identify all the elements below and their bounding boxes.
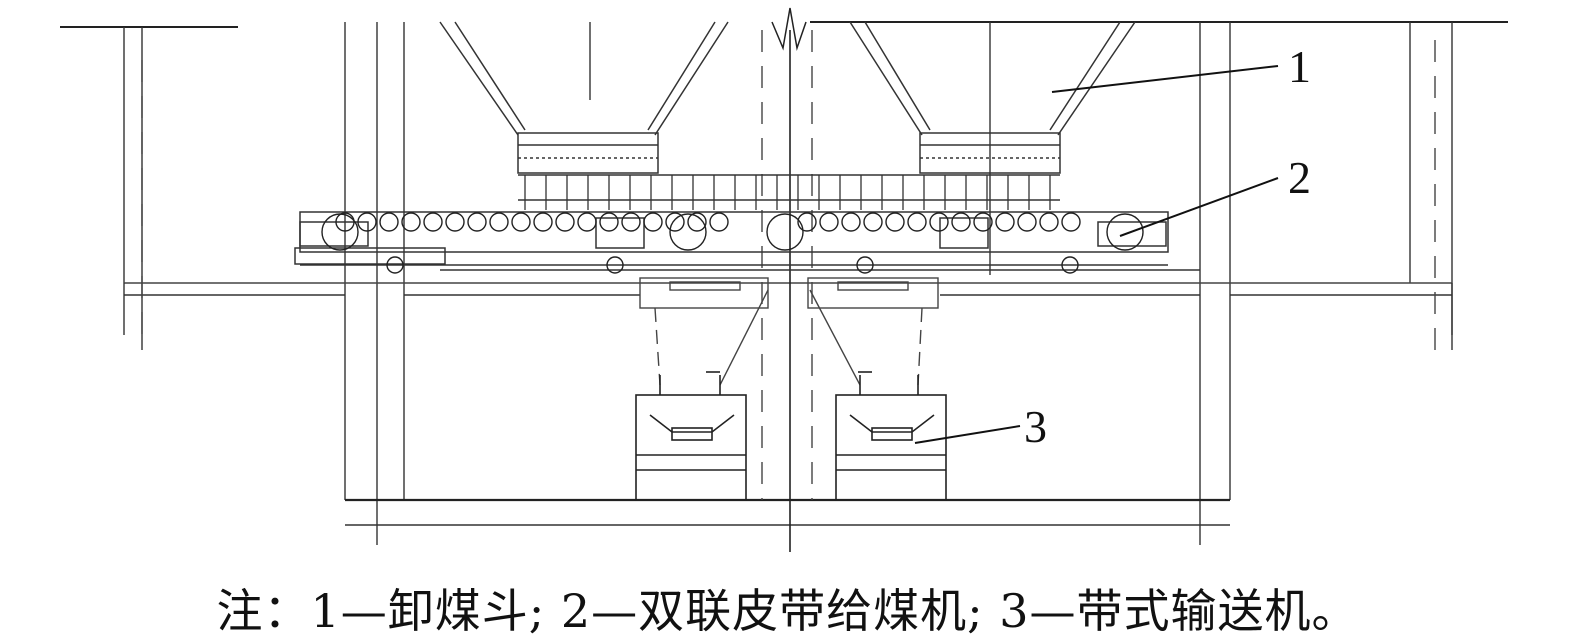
roller	[467, 212, 487, 232]
leader-1	[1051, 65, 1279, 93]
support-wheel	[386, 256, 404, 274]
twin-belt-feeder	[294, 174, 1200, 271]
support-wheel	[606, 256, 624, 274]
roller	[973, 212, 993, 232]
roller	[709, 212, 729, 232]
support-wheel	[856, 256, 874, 274]
belt-conveyor-left	[635, 371, 747, 501]
callout-2-label: 2	[1288, 152, 1311, 203]
roller	[797, 212, 817, 232]
roller	[533, 212, 553, 232]
roller	[401, 212, 421, 232]
support-wheel	[1061, 256, 1079, 274]
leader-2	[1119, 177, 1279, 237]
roller	[929, 212, 949, 232]
callout-3-label: 3	[1024, 401, 1047, 452]
drive-drum	[766, 213, 804, 251]
roller	[643, 212, 663, 232]
belt-conveyor-right	[835, 371, 947, 501]
coal-hopper-right	[849, 21, 1136, 174]
roller	[819, 212, 839, 232]
roller	[841, 212, 861, 232]
roller	[1039, 212, 1059, 232]
roller	[555, 212, 575, 232]
roller	[1061, 212, 1081, 232]
roller	[907, 212, 927, 232]
feeder-hangers	[524, 175, 1051, 210]
figure-caption: 注：1—卸煤斗; 2—双联皮带给煤机; 3—带式输送机。	[216, 584, 1359, 638]
roller	[577, 212, 597, 232]
roller	[379, 212, 399, 232]
roller	[511, 212, 531, 232]
roller	[863, 212, 883, 232]
roller	[885, 212, 905, 232]
break-line	[771, 7, 807, 51]
roller	[489, 212, 509, 232]
roller	[621, 212, 641, 232]
drive-drum	[669, 213, 707, 251]
chutes	[639, 277, 939, 386]
callout-1-label: 1	[1288, 41, 1311, 92]
roller	[599, 212, 619, 232]
roller	[687, 212, 707, 232]
roller	[445, 212, 465, 232]
roller	[335, 212, 355, 232]
drive-drum	[1106, 213, 1144, 251]
equipment-drawing	[60, 7, 1508, 552]
roller	[1017, 212, 1037, 232]
drive-drum	[321, 213, 359, 251]
feeder-rollers	[321, 212, 1144, 274]
roller	[995, 212, 1015, 232]
roller	[665, 212, 685, 232]
roller	[357, 212, 377, 232]
roller	[951, 212, 971, 232]
building-frame	[123, 22, 1453, 552]
leader-3	[914, 425, 1021, 444]
coal-hopper-left	[439, 21, 729, 174]
roller	[423, 212, 443, 232]
leader-lines	[914, 65, 1279, 444]
